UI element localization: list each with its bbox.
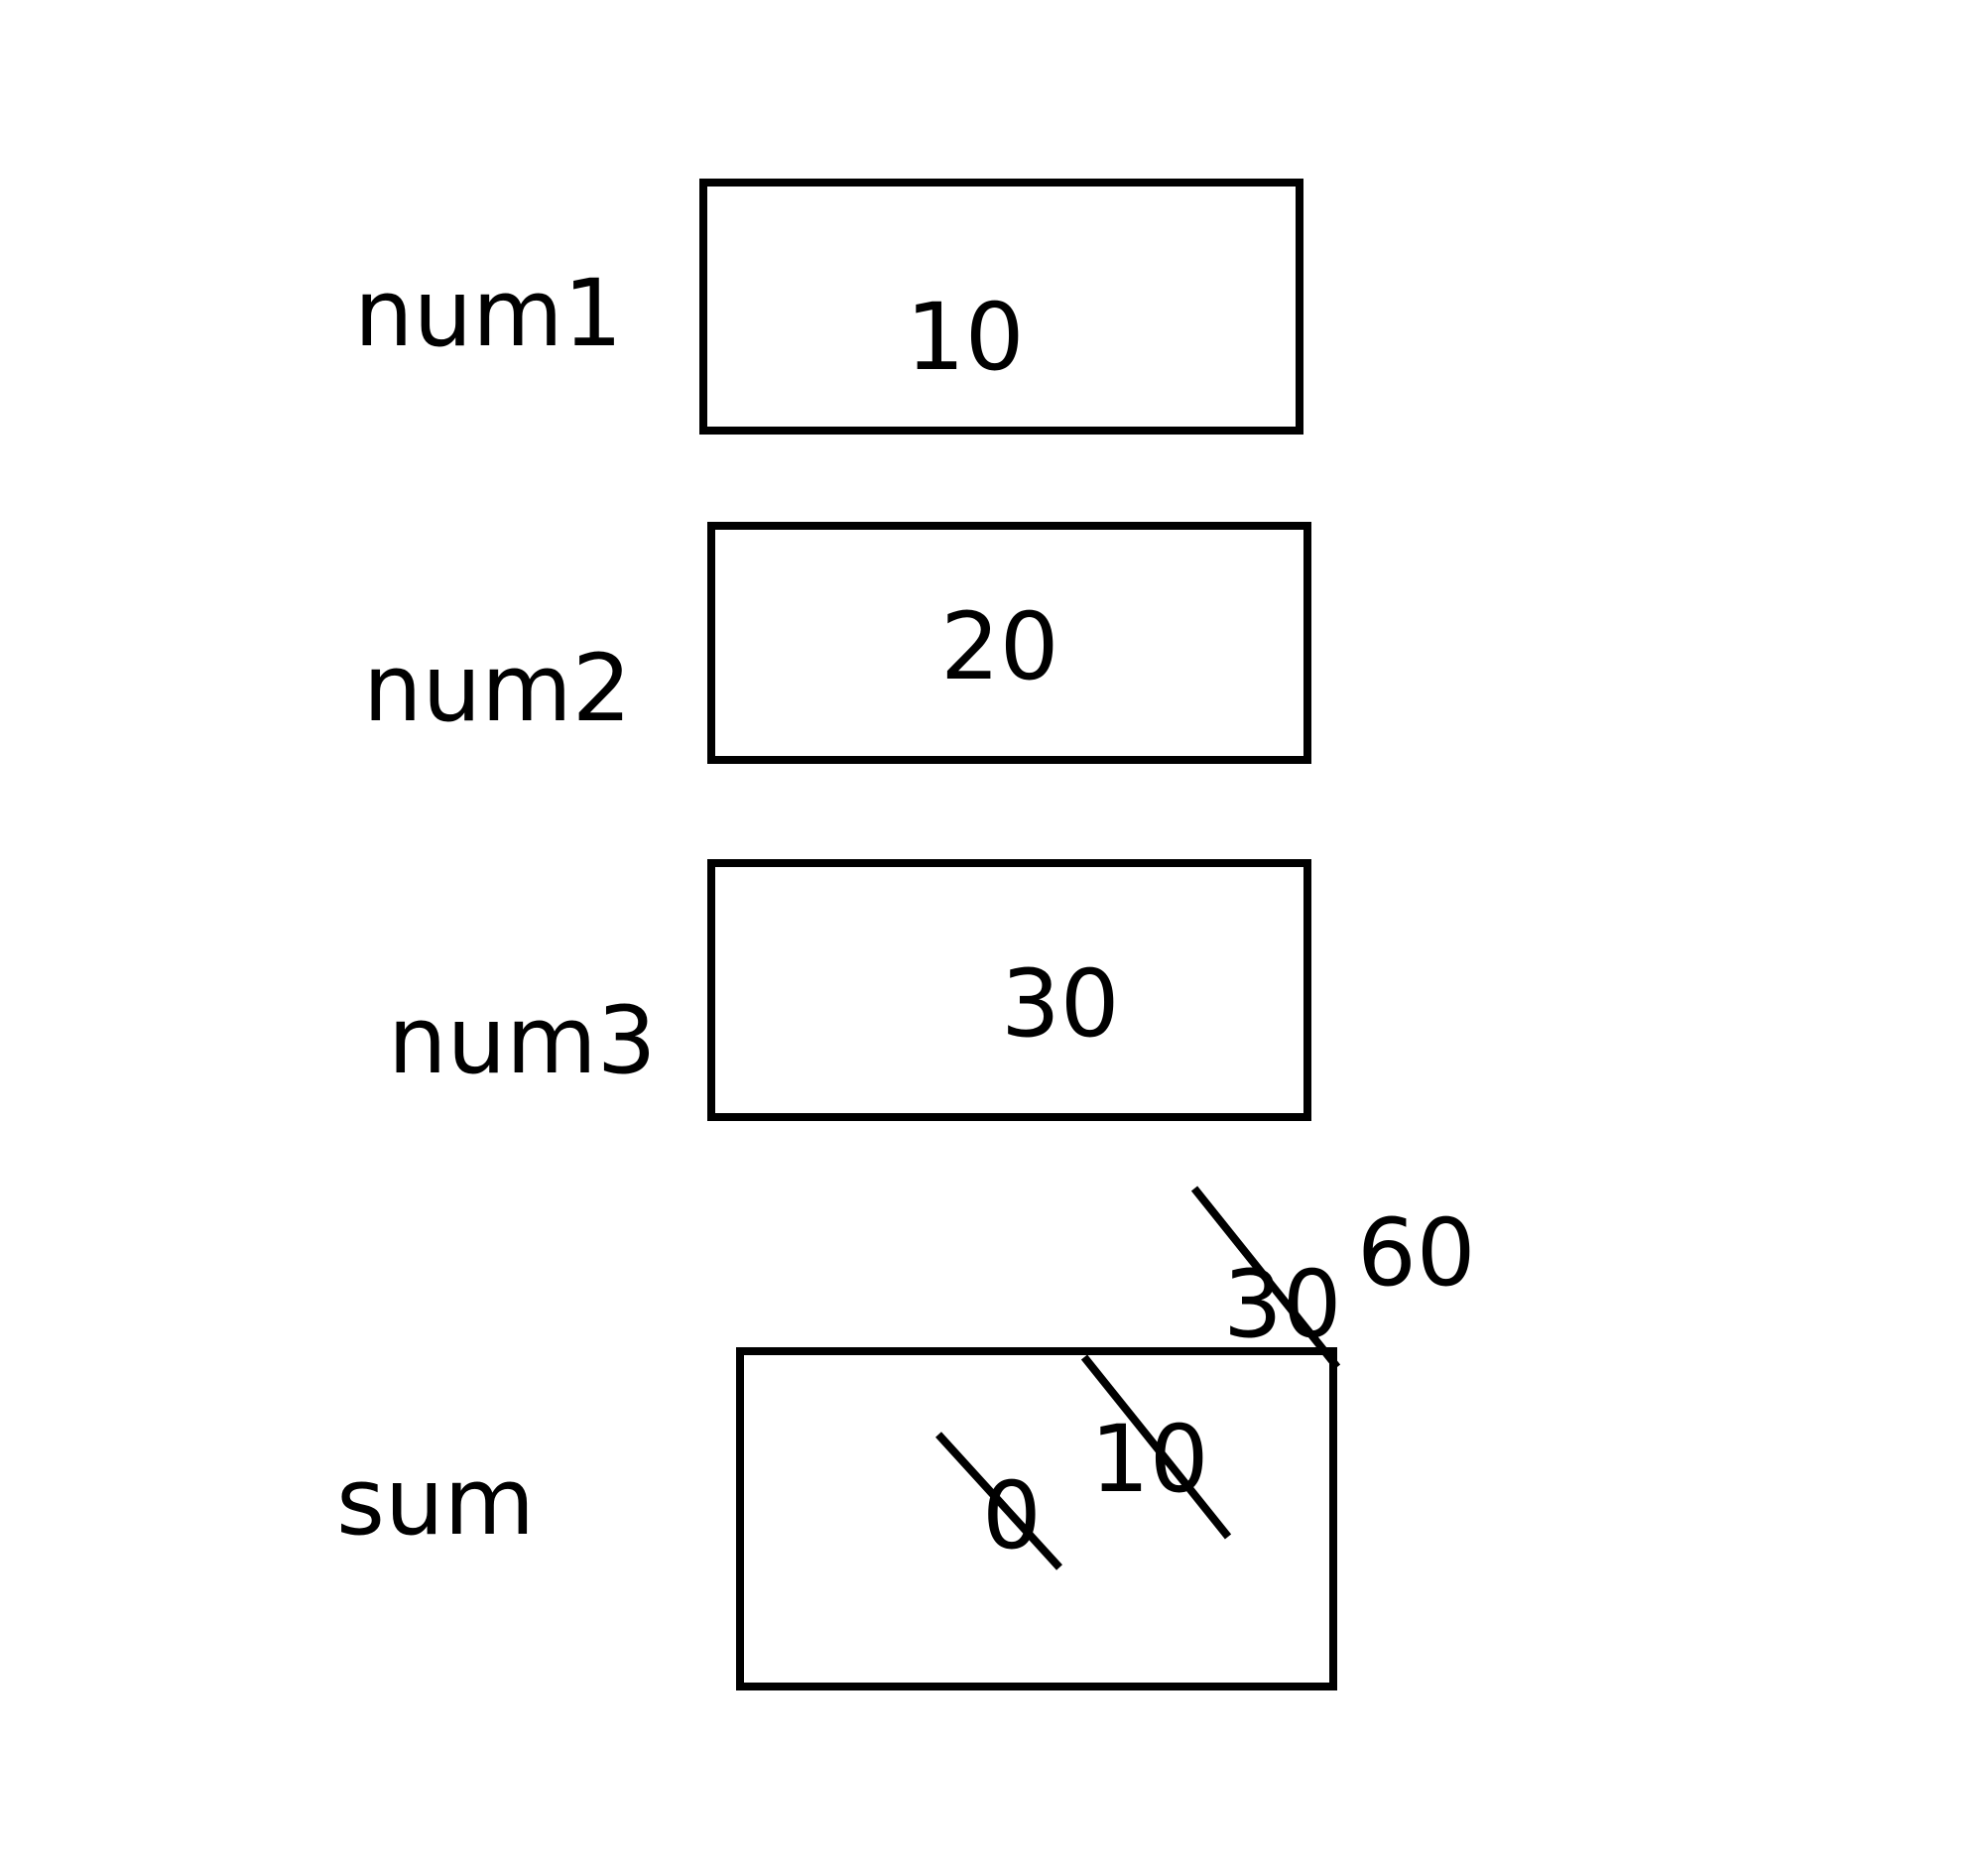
strike-line-2 [1190,1186,1341,1370]
variable-box-num1 [699,179,1303,435]
variable-value-num1: 10 [906,284,1025,392]
variable-box-sum [736,1347,1337,1690]
variable-box-num2 [707,522,1311,764]
strike-line-0 [935,1432,1062,1570]
sum-history-value-2: 30 [1223,1251,1342,1359]
variable-value-num3: 30 [1001,950,1120,1059]
sum-history-value-3: 60 [1357,1199,1476,1308]
variable-label-num1: num1 [354,260,623,368]
variable-box-num3 [707,859,1311,1121]
strike-line-1 [1080,1354,1232,1540]
variable-label-num3: num3 [388,987,657,1095]
variable-value-num2: 20 [940,593,1059,701]
variable-label-num2: num2 [363,635,632,743]
variable-label-sum: sum [336,1448,536,1557]
